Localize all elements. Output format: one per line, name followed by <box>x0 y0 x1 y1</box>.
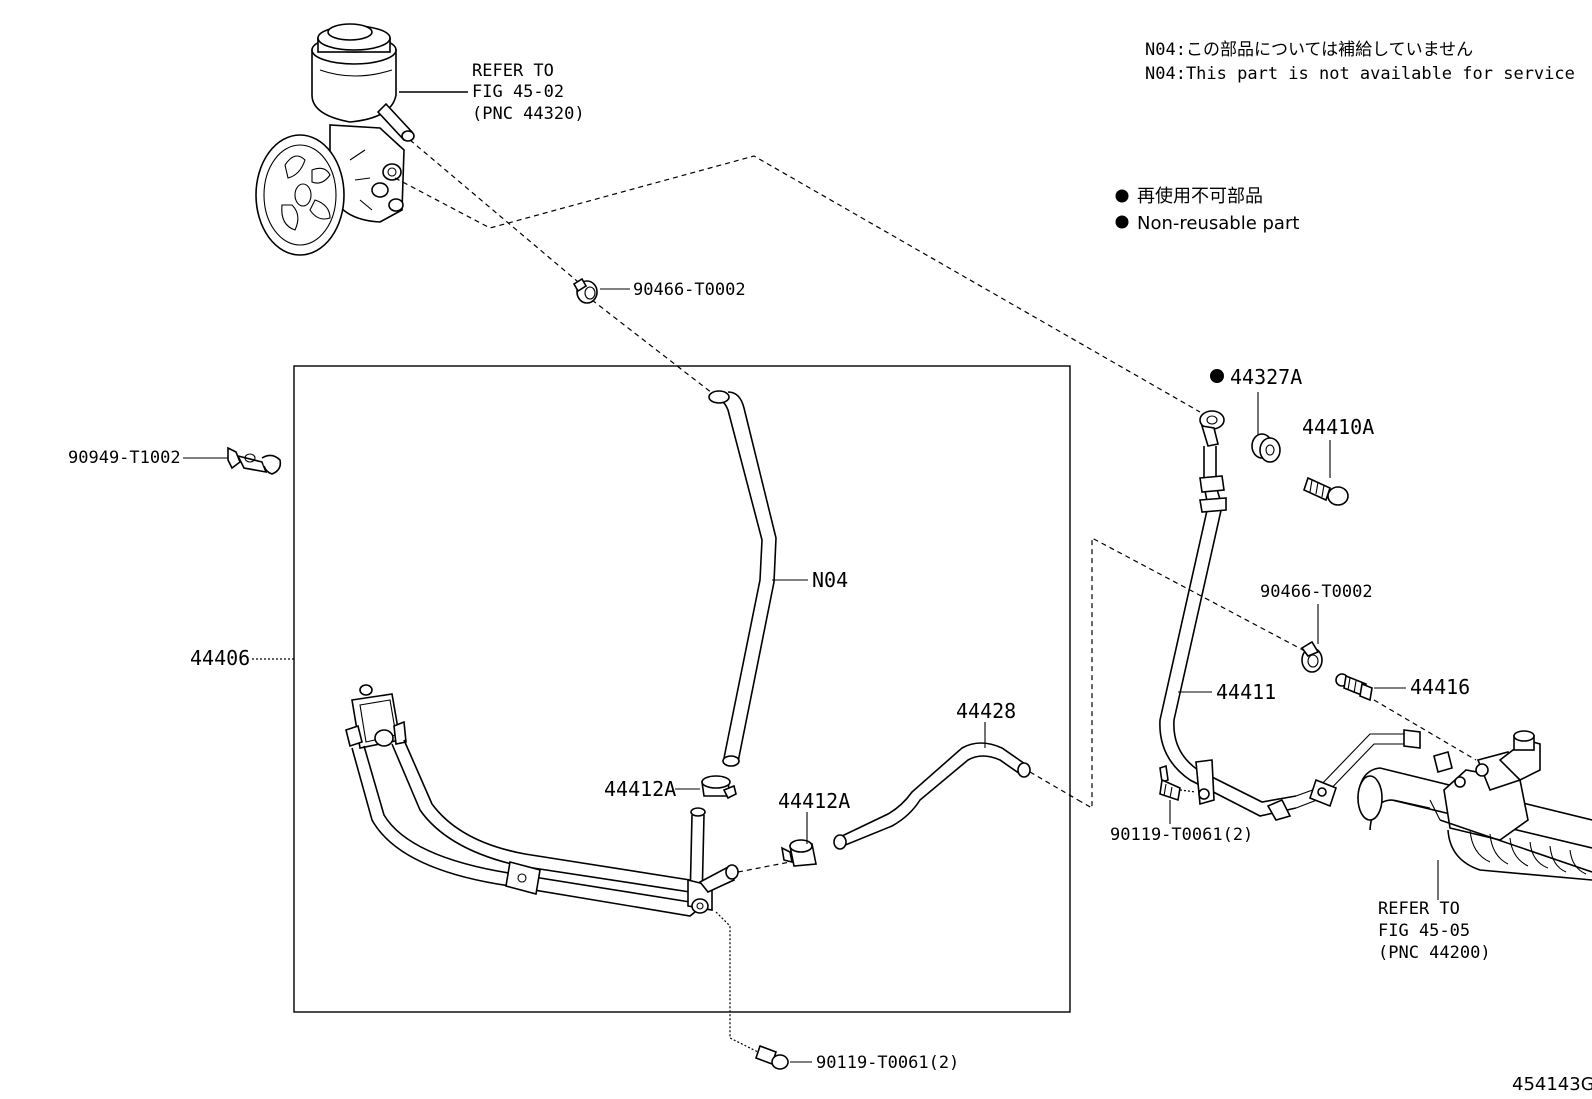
label-44412a-1: 44412A <box>604 777 676 801</box>
label-90949-t1002: 90949-T1002 <box>68 448 181 468</box>
note-n04-jp: N04:この部品については補給していません <box>1145 40 1473 60</box>
ref-bottom-line3: (PNC 44200) <box>1378 943 1491 963</box>
label-44410a: 44410A <box>1302 415 1374 439</box>
ref-top-line3: (PNC 44320) <box>472 104 585 124</box>
label-90119-t0061-bottom: 90119-T0061(2) <box>816 1053 959 1073</box>
power-steering-pump <box>255 23 415 256</box>
label-44412a-2: 44412A <box>778 789 850 813</box>
hose-n04 <box>708 390 777 767</box>
nonreusable-dot-icon <box>1210 369 1224 383</box>
label-90466-t0002-right: 90466-T0002 <box>1260 582 1373 602</box>
label-90119-t0061-right: 90119-T0061(2) <box>1110 825 1253 845</box>
label-44416: 44416 <box>1410 675 1470 699</box>
assembly-box-44406 <box>293 365 1071 1013</box>
gasket-44327a <box>1251 433 1281 463</box>
hose-clamp-top <box>572 277 598 304</box>
bolt-right <box>1159 764 1181 802</box>
label-90466-t0002-top: 90466-T0002 <box>633 280 746 300</box>
legend-nonreusable-jp: 再使用不可部品 <box>1137 186 1263 207</box>
note-n04-en: N04:This part is not available for servi… <box>1145 64 1575 84</box>
legend-nonreusable-en: Non-reusable part <box>1137 213 1299 234</box>
hose-clamp-right <box>1300 640 1323 673</box>
ref-top-line2: FIG 45-02 <box>472 82 564 102</box>
hose-clamp-44412a-1 <box>701 775 737 800</box>
ref-bottom-line1: REFER TO <box>1378 899 1460 919</box>
nonreusable-dot-icon <box>1115 189 1129 203</box>
label-n04: N04 <box>812 568 848 592</box>
pressure-pipe-44411 <box>1159 410 1421 821</box>
union-44416 <box>1335 673 1373 702</box>
ref-top-line1: REFER TO <box>472 61 554 81</box>
bolt-bottom <box>754 1044 789 1070</box>
steering-gear-housing <box>1357 730 1592 881</box>
return-tube-assembly <box>345 684 739 917</box>
ref-bottom-line2: FIG 45-05 <box>1378 921 1470 941</box>
hose-44428 <box>833 742 1031 850</box>
label-44406: 44406 <box>190 646 250 670</box>
pipe-clip <box>227 446 282 475</box>
label-44411: 44411 <box>1216 680 1276 704</box>
nonreusable-dot-icon <box>1115 215 1129 229</box>
figure-id: 454143G <box>1512 1074 1592 1095</box>
union-bolt-44410a <box>1303 476 1349 506</box>
label-44428: 44428 <box>956 699 1016 723</box>
hose-clamp-44412a-2 <box>780 839 817 867</box>
label-44327a: 44327A <box>1230 365 1302 389</box>
